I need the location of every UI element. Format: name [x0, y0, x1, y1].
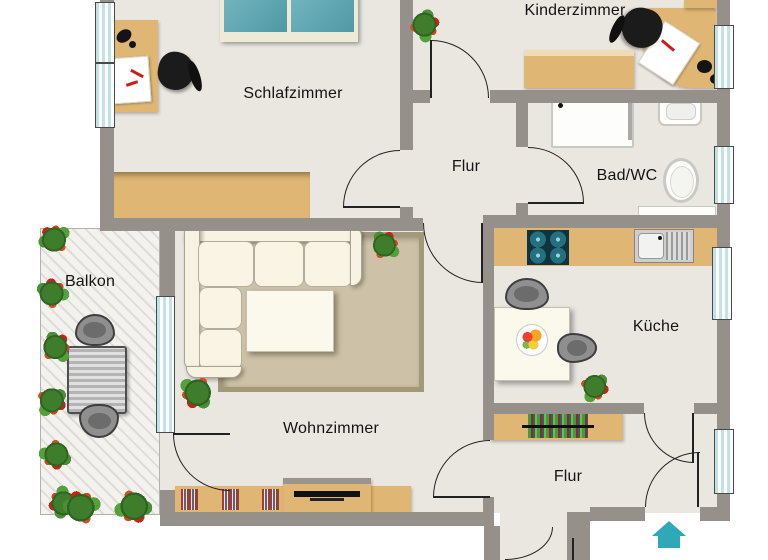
kitchen-chair-top [505, 278, 549, 310]
sofa-cushion [304, 241, 352, 287]
door-leaf-corridor [572, 538, 574, 560]
sink-drainboard [666, 232, 690, 260]
door-leaf-bathroom [528, 202, 584, 204]
coffee-table [246, 290, 334, 352]
wall [494, 403, 644, 414]
window-divider [95, 62, 115, 64]
tv-stand [310, 498, 344, 501]
window-bathroom [714, 146, 734, 204]
door-leaf-bedroom [343, 206, 400, 208]
flower-pot [37, 222, 71, 256]
desk-lamp-base [129, 41, 136, 48]
room-label-flur-top: Flur [451, 158, 481, 175]
books [181, 489, 198, 510]
window-bedroom [95, 2, 115, 128]
wall [100, 218, 423, 231]
sofa-armrest-right [350, 226, 362, 286]
bed-mattress-left [224, 0, 287, 32]
shower-divider [628, 98, 632, 140]
toilet-bowl [670, 166, 694, 198]
balcony-chair-top [75, 314, 115, 346]
wall [400, 0, 413, 150]
wall [590, 507, 645, 521]
wall [160, 231, 175, 296]
wall [483, 215, 717, 228]
door-leaf-entrance [697, 452, 699, 507]
books [262, 489, 279, 510]
wall [483, 215, 494, 440]
sink-basin [666, 103, 696, 120]
kitchen-faucet [658, 236, 662, 240]
wall [160, 490, 175, 526]
sofa-cushion [254, 241, 304, 287]
wall [700, 507, 730, 521]
window-kitchen [712, 247, 732, 320]
room-label-kueche: Küche [632, 318, 680, 335]
entrance-arrow-icon [652, 521, 686, 536]
wall [484, 526, 500, 560]
room-label-kinderzimmer: Kinderzimmer [524, 2, 626, 19]
shower-drain [558, 103, 563, 108]
bed-mattress-right [291, 0, 354, 32]
room-label-wohnzimmer: Wohnzimmer [283, 420, 379, 437]
room-label-flur-bottom: Flur [553, 468, 583, 485]
shower-tray [551, 96, 634, 148]
entrance-arrow-stem [658, 536, 680, 548]
coat-rail [522, 425, 594, 428]
kids-desk-lamp [697, 60, 712, 73]
sofa-cushion [199, 287, 242, 329]
door-leaf-living-room [481, 223, 483, 283]
wall [567, 512, 590, 560]
tv-cabinet-top-edge [283, 478, 371, 484]
door-leaf-kitchen [692, 413, 694, 463]
window-balcony-door [156, 296, 175, 433]
wall [490, 90, 717, 103]
balcony-table [67, 346, 127, 414]
kids-room-dresser [524, 50, 634, 88]
kids-shelf [684, 0, 720, 8]
books [222, 489, 239, 510]
room-label-balkon: Balkon [64, 273, 116, 290]
door-leaf-balcony [173, 433, 230, 435]
room-label-schlafzimmer: Schlafzimmer [243, 85, 343, 102]
fruit-plate [516, 324, 548, 356]
wall [413, 90, 430, 103]
wall [160, 512, 484, 526]
desk-paper [110, 55, 152, 105]
room-label-bad-wc: Bad/WC [596, 167, 658, 184]
door-leaf-hallway [433, 496, 490, 498]
wall [400, 207, 413, 231]
wall [516, 90, 528, 147]
bedroom-wardrobe [112, 172, 310, 218]
flower-pot [37, 328, 75, 366]
wall [483, 497, 494, 526]
tv-screen [294, 491, 360, 497]
wall [694, 403, 717, 414]
stove-cooktop [527, 230, 569, 265]
window-hallway [714, 429, 734, 494]
sofa-cushion [199, 329, 242, 370]
door-leaf-kids-room [430, 40, 432, 98]
window-kids-room [714, 25, 734, 89]
sofa-cushion [198, 241, 254, 287]
